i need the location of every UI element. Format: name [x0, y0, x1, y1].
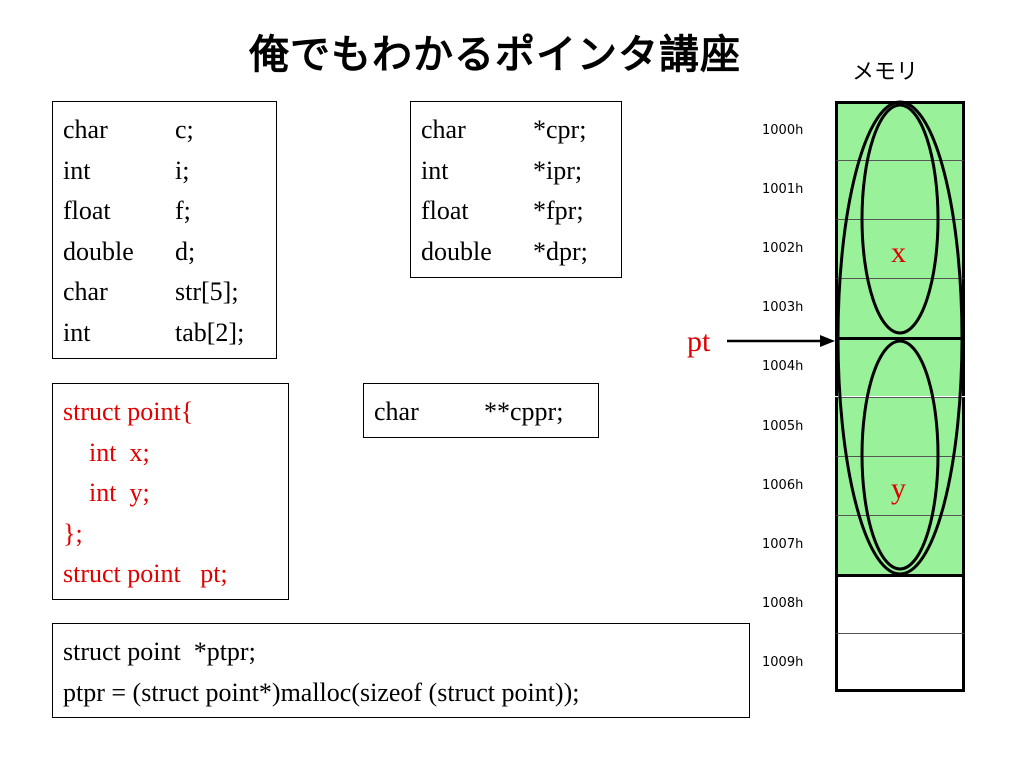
var-decl-type: char	[63, 115, 108, 144]
label-y: y	[891, 472, 906, 505]
memory-address-label: 1007h	[762, 536, 804, 552]
struct-def-line: struct point{	[63, 397, 194, 426]
var-decl-line: double d;	[63, 232, 266, 273]
var-decl-type: int	[63, 155, 91, 185]
var-decl-line: char str[5];	[63, 272, 266, 313]
var-decl-type: int	[63, 317, 91, 347]
variable-declarations-box: char c; int i; float f; double d; char str[5]; int…	[52, 101, 277, 359]
var-decl-line: char c;	[63, 110, 266, 151]
struct-def-line: struct point pt;	[63, 559, 228, 588]
memory-cell	[835, 396, 965, 456]
ptr-decl-type: char	[421, 115, 466, 144]
memory-cell	[835, 278, 965, 338]
var-decl-line: int tab[2];	[63, 313, 266, 354]
memory-address-label: 1001h	[762, 182, 804, 198]
label-pt: pt	[687, 325, 711, 358]
struct-definition-box: struct point{ int x; int y;}; struct poin…	[52, 383, 289, 600]
ptr-decl-name: *dpr;	[533, 236, 588, 266]
memory-address-label: 1000h	[762, 123, 804, 138]
memory-address-label: 1004h	[762, 359, 804, 375]
malloc-code-line: struct point *ptpr;	[63, 637, 256, 666]
memory-cell	[835, 573, 965, 633]
ptr-decl-name: *cpr;	[533, 115, 587, 144]
ptr-decl-type: double	[421, 236, 492, 266]
memory-address-label: 1009h	[762, 654, 804, 670]
ptr-decl-name: *ipr;	[533, 155, 583, 185]
memory-cell	[835, 514, 965, 574]
struct-pt-outline	[836, 100, 964, 576]
memory-address-label: 1003h	[762, 300, 804, 316]
member-x-outline	[860, 103, 940, 335]
member-y-outline	[860, 339, 940, 571]
malloc-code-line: ptpr = (struct point*)malloc(sizeof (str…	[63, 677, 580, 707]
cppr-name: **cppr;	[484, 397, 564, 426]
memory-address-label: 1002h	[762, 241, 804, 257]
memory-address-label: 1005h	[762, 418, 804, 434]
var-decl-line: float f;	[63, 191, 266, 232]
malloc-box: struct point *ptpr; ptpr = (struct point*…	[52, 623, 750, 718]
ptr-decl-type: float	[421, 196, 469, 225]
var-decl-name: f;	[175, 196, 191, 225]
memory-column	[835, 101, 965, 692]
var-decl-name: str[5];	[175, 277, 239, 306]
ptr-decl-type: int	[421, 155, 449, 185]
struct-def-line: int x;	[63, 437, 150, 467]
var-decl-type: float	[63, 196, 111, 225]
memory-title: メモリ	[852, 60, 919, 85]
label-x: x	[891, 236, 906, 269]
ptr-decl-name: *fpr;	[533, 196, 584, 225]
var-decl-name: i;	[175, 155, 190, 185]
ptr-decl-line: char *cpr;	[421, 110, 611, 151]
struct-def-line: };	[63, 518, 83, 548]
ptr-decl-line: double *dpr;	[421, 232, 611, 273]
memory-cell	[835, 337, 965, 397]
var-decl-type: double	[63, 236, 134, 266]
pt-arrow	[727, 335, 835, 347]
var-decl-name: d;	[175, 236, 196, 266]
memory-address-label: 1006h	[762, 477, 804, 493]
var-decl-type: char	[63, 277, 108, 306]
struct-def-line: int y;	[63, 478, 150, 507]
memory-cell	[835, 219, 965, 279]
ptr-decl-line: int *ipr;	[421, 151, 611, 192]
double-pointer-box: char **cppr;	[363, 383, 599, 438]
pointer-declarations-box: char *cpr; int *ipr; float *fpr; double *dpr;	[410, 101, 622, 278]
var-decl-line: int i;	[63, 151, 266, 192]
var-decl-name: tab[2];	[175, 317, 245, 347]
memory-cell	[835, 632, 965, 692]
page-title: 俺でもわかるポインタ講座	[249, 32, 741, 78]
cppr-type: char	[374, 397, 419, 426]
memory-address-label: 1008h	[762, 595, 804, 611]
var-decl-name: c;	[175, 115, 194, 144]
ptr-decl-line: float *fpr;	[421, 191, 611, 232]
